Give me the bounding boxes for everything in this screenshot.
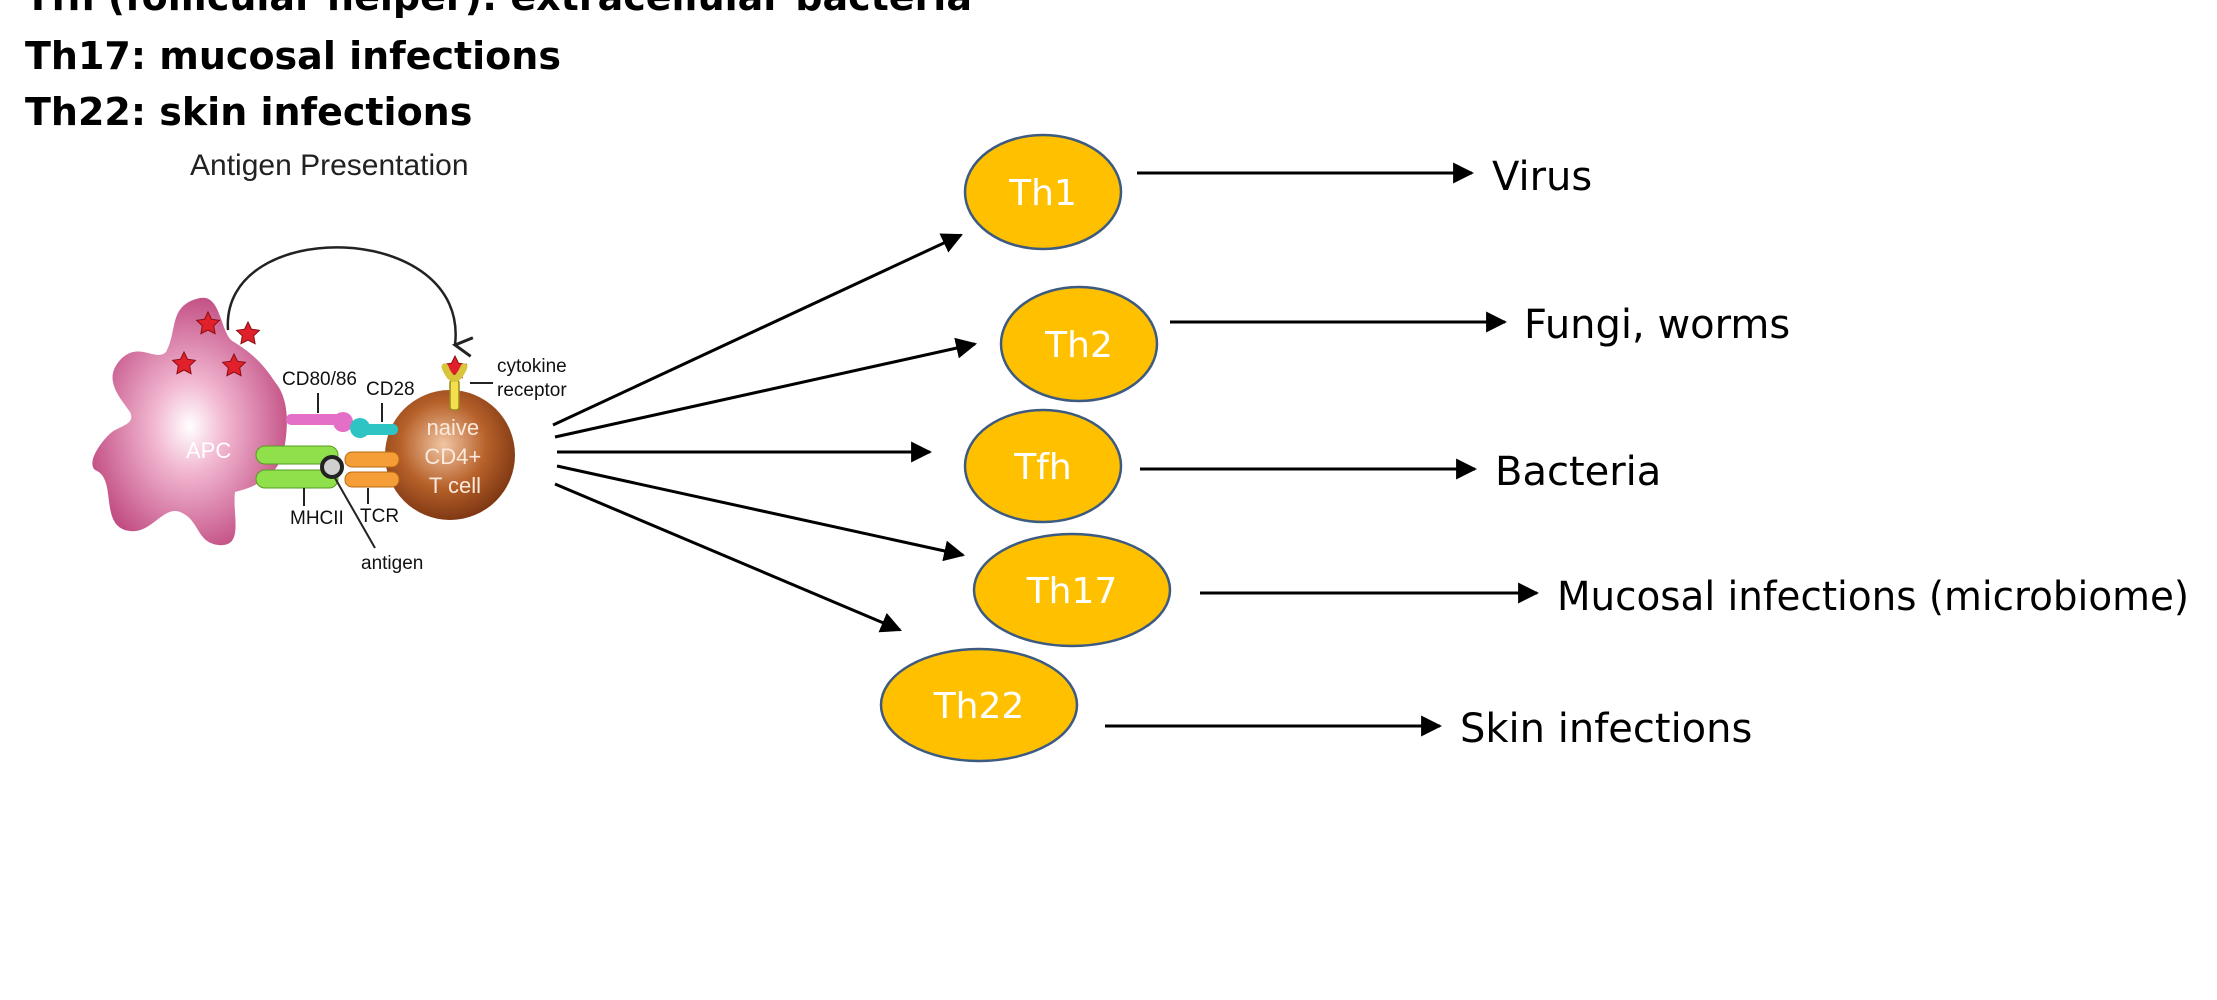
tcr-label: TCR xyxy=(360,506,399,527)
t-cell-label: naive CD4+ T cell xyxy=(424,415,485,498)
subset-th22: Th22 xyxy=(879,647,1079,763)
subset-th17: Th17 xyxy=(972,532,1172,648)
outcome-bacteria: Bacteria xyxy=(1495,449,1661,495)
heading-th17: Th17: mucosal infections xyxy=(25,34,561,78)
heading-th22: Th22: skin infections xyxy=(25,90,473,134)
antigen-presentation-figure: Antigen Presentation APC naive CD4+ T ce… xyxy=(92,149,567,574)
outcome-skin: Skin infections xyxy=(1460,706,1752,752)
differentiation-arrows xyxy=(552,233,978,633)
heading-tfh: Tfh (follicular helper): extracellular b… xyxy=(25,0,972,16)
costimulatory-molecules xyxy=(286,412,398,438)
star-icon xyxy=(235,320,261,345)
star-icon xyxy=(195,310,221,335)
outcome-virus: Virus xyxy=(1492,154,1592,200)
outcome-fungi-worms: Fungi, worms xyxy=(1524,302,1790,348)
star-icon xyxy=(221,352,247,377)
outcome-arrows xyxy=(1105,162,1540,737)
cd80-label: CD80/86 xyxy=(282,369,357,390)
th17-label: Th17 xyxy=(1026,571,1118,612)
cytokine-label: cytokine xyxy=(497,356,567,377)
antigen-label: antigen xyxy=(361,553,423,574)
naive-t-cell xyxy=(385,390,515,520)
subset-th2: Th2 xyxy=(999,285,1159,403)
cd28-label: CD28 xyxy=(366,379,415,400)
th2-label: Th2 xyxy=(1044,325,1113,366)
tfh-label: Tfh xyxy=(1013,447,1071,488)
cytokine-loop-arrow xyxy=(226,246,474,358)
leader-lines xyxy=(303,382,493,549)
apc-label: APC xyxy=(186,438,231,463)
subset-th1: Th1 xyxy=(963,133,1123,251)
th22-label: Th22 xyxy=(933,686,1025,727)
subset-tfh: Tfh xyxy=(963,408,1123,524)
apc-cell xyxy=(92,297,287,546)
mhc-label: MHCII xyxy=(290,508,344,529)
figure-title: Antigen Presentation xyxy=(190,149,469,182)
receptor-label: receptor xyxy=(497,380,567,401)
cytokine-receptor xyxy=(441,363,468,411)
star-icon xyxy=(171,350,197,375)
mhc-tcr-complex xyxy=(255,445,400,489)
th1-label: Th1 xyxy=(1008,173,1077,214)
outcome-mucosal: Mucosal infections (microbiome) xyxy=(1557,574,2189,620)
